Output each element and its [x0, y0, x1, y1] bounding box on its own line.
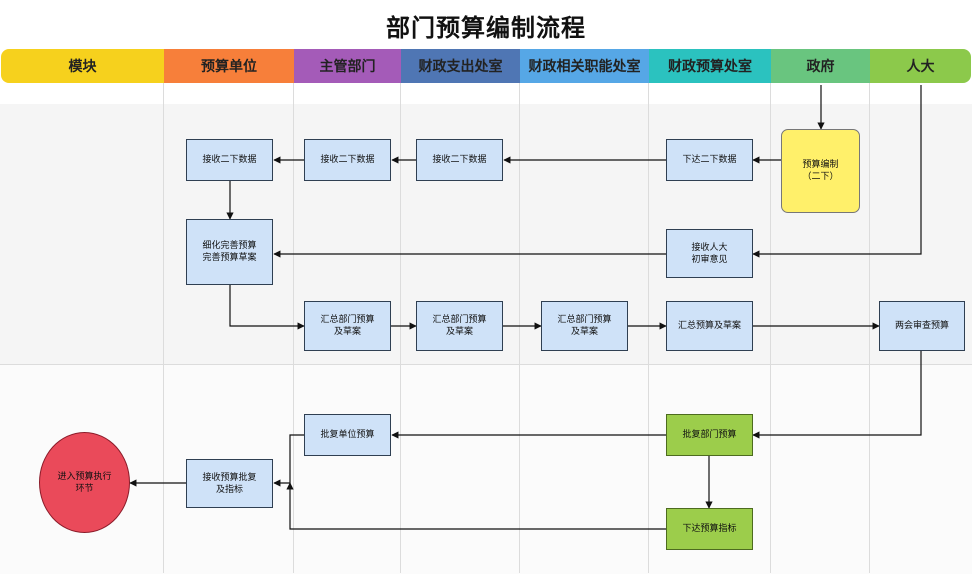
issue-data-node: 下达二下数据	[666, 139, 753, 181]
summary-budget-node: 汇总预算及草案	[666, 301, 753, 351]
lane-header-module: 模块	[1, 49, 164, 83]
arrow-unit-approval-to-receive	[273, 434, 304, 487]
lane-supervising-dept	[294, 83, 401, 573]
row-band-2	[0, 364, 972, 574]
refine-budget-node: 细化完善预算 完善预算草案	[186, 219, 273, 285]
lane-header-government: 政府	[771, 49, 870, 83]
lane-budget-unit	[164, 83, 294, 573]
summary-dept-node: 汇总部门预算 及草案	[304, 301, 391, 351]
summary-expenditure-node: 汇总部门预算 及草案	[416, 301, 503, 351]
enter-execution-node: 进入预算执行 环节	[39, 432, 130, 533]
arrow-npc-to-opinion	[752, 85, 922, 258]
receive-data-dept-node: 接收二下数据	[304, 139, 391, 181]
page-title: 部门预算编制流程	[386, 14, 586, 42]
budget-compile-node: 预算编制 （二下）	[781, 129, 860, 213]
lane-functional-office	[520, 83, 649, 573]
lane-module	[0, 83, 164, 573]
approve-dept-budget-node: 批复部门预算	[666, 414, 753, 456]
lane-header-functional-office: 财政相关职能处室	[520, 49, 649, 83]
two-sessions-review-node: 两会审查预算	[879, 301, 965, 351]
lane-government	[771, 83, 870, 573]
lane-budget-office	[649, 83, 771, 573]
arrow-indicators-to-receive	[286, 482, 666, 530]
lane-header-expenditure-office: 财政支出处室	[401, 49, 520, 83]
receive-data-expenditure-node: 接收二下数据	[416, 139, 503, 181]
arrow-review-to-approve	[752, 351, 922, 439]
summary-functional-node: 汇总部门预算 及草案	[541, 301, 628, 351]
receive-npc-opinion-node: 接收人大 初审意见	[666, 229, 753, 278]
receive-approval-node: 接收预算批复 及指标	[186, 459, 273, 508]
approve-unit-budget-node: 批复单位预算	[304, 414, 391, 456]
lane-header-row: 模块 预算单位 主管部门 财政支出处室 财政相关职能处室 财政预算处室 政府 人…	[1, 49, 971, 83]
lane-expenditure-office	[401, 83, 520, 573]
lane-header-npc: 人大	[870, 49, 971, 83]
lane-header-budget-office: 财政预算处室	[649, 49, 771, 83]
lane-header-budget-unit: 预算单位	[164, 49, 294, 83]
receive-data-unit-node: 接收二下数据	[186, 139, 273, 181]
lane-header-supervising-dept: 主管部门	[294, 49, 401, 83]
arrow-refine-to-dept-summary	[229, 285, 305, 330]
issue-indicators-node: 下达预算指标	[666, 508, 753, 550]
